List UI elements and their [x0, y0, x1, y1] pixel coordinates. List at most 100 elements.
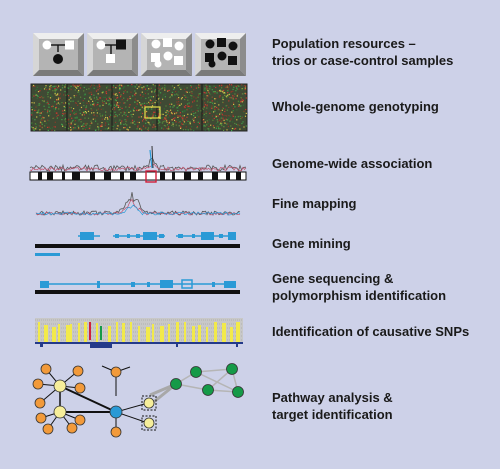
array-spot: [62, 113, 64, 115]
array-spot: [174, 119, 176, 121]
array-spot: [116, 101, 118, 103]
label-line: Gene sequencing &: [272, 271, 394, 286]
array-spot: [216, 119, 218, 121]
array-spot: [202, 98, 204, 100]
array-spot: [97, 89, 99, 91]
array-spot: [49, 127, 51, 130]
array-spot: [185, 126, 187, 128]
array-spot: [244, 115, 247, 117]
array-spot: [234, 116, 236, 118]
array-spot: [139, 128, 141, 130]
array-spot: [126, 128, 128, 130]
array-spot: [223, 122, 225, 124]
array-spot: [130, 114, 132, 116]
array-spot: [90, 122, 92, 125]
array-spot: [186, 103, 189, 105]
array-spot: [152, 113, 154, 115]
array-spot: [170, 109, 172, 111]
array-spot: [166, 120, 168, 122]
array-spot: [240, 101, 242, 103]
array-spot: [142, 120, 144, 122]
array-spot: [70, 88, 72, 91]
array-spot: [204, 92, 206, 94]
array-spot: [224, 92, 226, 94]
array-spot: [207, 88, 209, 90]
array-spot: [183, 115, 185, 117]
array-spot: [126, 100, 128, 102]
array-spot: [89, 97, 91, 99]
array-spot: [74, 113, 76, 115]
array-spot: [84, 123, 86, 125]
array-spot: [113, 124, 115, 126]
array-spot: [61, 115, 64, 117]
array-spot: [206, 120, 208, 122]
array-spot: [169, 96, 171, 99]
array-spot: [35, 126, 37, 128]
array-spot: [117, 125, 119, 127]
array-spot: [120, 122, 122, 124]
array-spot: [146, 102, 148, 104]
array-spot: [137, 126, 139, 128]
array-spot: [175, 120, 177, 122]
array-spot: [63, 113, 65, 115]
array-spot: [199, 86, 201, 89]
array-spot: [204, 129, 206, 131]
array-spot: [158, 120, 160, 122]
array-spot: [208, 128, 210, 130]
array-spot: [129, 104, 131, 106]
array-spot: [86, 126, 88, 128]
array-spot: [175, 124, 177, 126]
array-spot: [183, 120, 185, 122]
array-spot: [57, 97, 60, 99]
array-spot: [191, 105, 193, 107]
ideogram-band: [90, 172, 95, 180]
snp-column: [52, 327, 56, 342]
array-spot: [233, 95, 235, 97]
array-spot: [143, 118, 145, 120]
array-spot: [78, 127, 80, 129]
array-spot: [110, 105, 112, 107]
array-spot: [182, 119, 184, 121]
array-spot: [74, 117, 76, 119]
array-spot: [152, 126, 154, 128]
array-spot: [107, 121, 109, 123]
array-spot: [65, 94, 67, 96]
array-spot: [186, 119, 188, 122]
array-spot: [143, 93, 145, 96]
array-spot: [161, 127, 163, 129]
array-spot: [99, 113, 101, 115]
array-spot: [43, 88, 46, 90]
array-spot: [170, 112, 173, 114]
array-spot: [160, 110, 162, 112]
array-spot: [96, 104, 98, 106]
label-genome-wide-association: Genome-wide association: [272, 155, 432, 172]
array-spot: [211, 96, 213, 98]
array-spot: [80, 118, 82, 120]
array-spot: [41, 117, 43, 119]
array-spot: [215, 86, 217, 89]
array-spot: [230, 91, 232, 93]
array-spot: [47, 93, 49, 95]
array-spot: [232, 114, 234, 116]
label-causative-snps: Identification of causative SNPs: [272, 323, 469, 340]
array-spot: [40, 112, 42, 114]
snp-column: [176, 322, 179, 342]
array-spot: [63, 94, 65, 96]
array-spot: [221, 125, 223, 127]
array-spot: [83, 94, 85, 96]
array-spot: [78, 91, 80, 93]
array-spot: [104, 96, 106, 99]
array-spot: [148, 122, 150, 124]
array-spot: [38, 112, 40, 114]
array-spot: [68, 118, 70, 120]
array-spot: [144, 105, 146, 107]
array-spot: [74, 85, 76, 87]
array-spot: [217, 120, 219, 122]
array-spot: [193, 115, 195, 117]
array-spot: [84, 117, 86, 119]
array-spot: [58, 108, 60, 110]
array-spot: [214, 106, 216, 108]
array-spot: [232, 90, 234, 92]
array-spot: [55, 103, 58, 105]
array-spot: [105, 114, 107, 116]
